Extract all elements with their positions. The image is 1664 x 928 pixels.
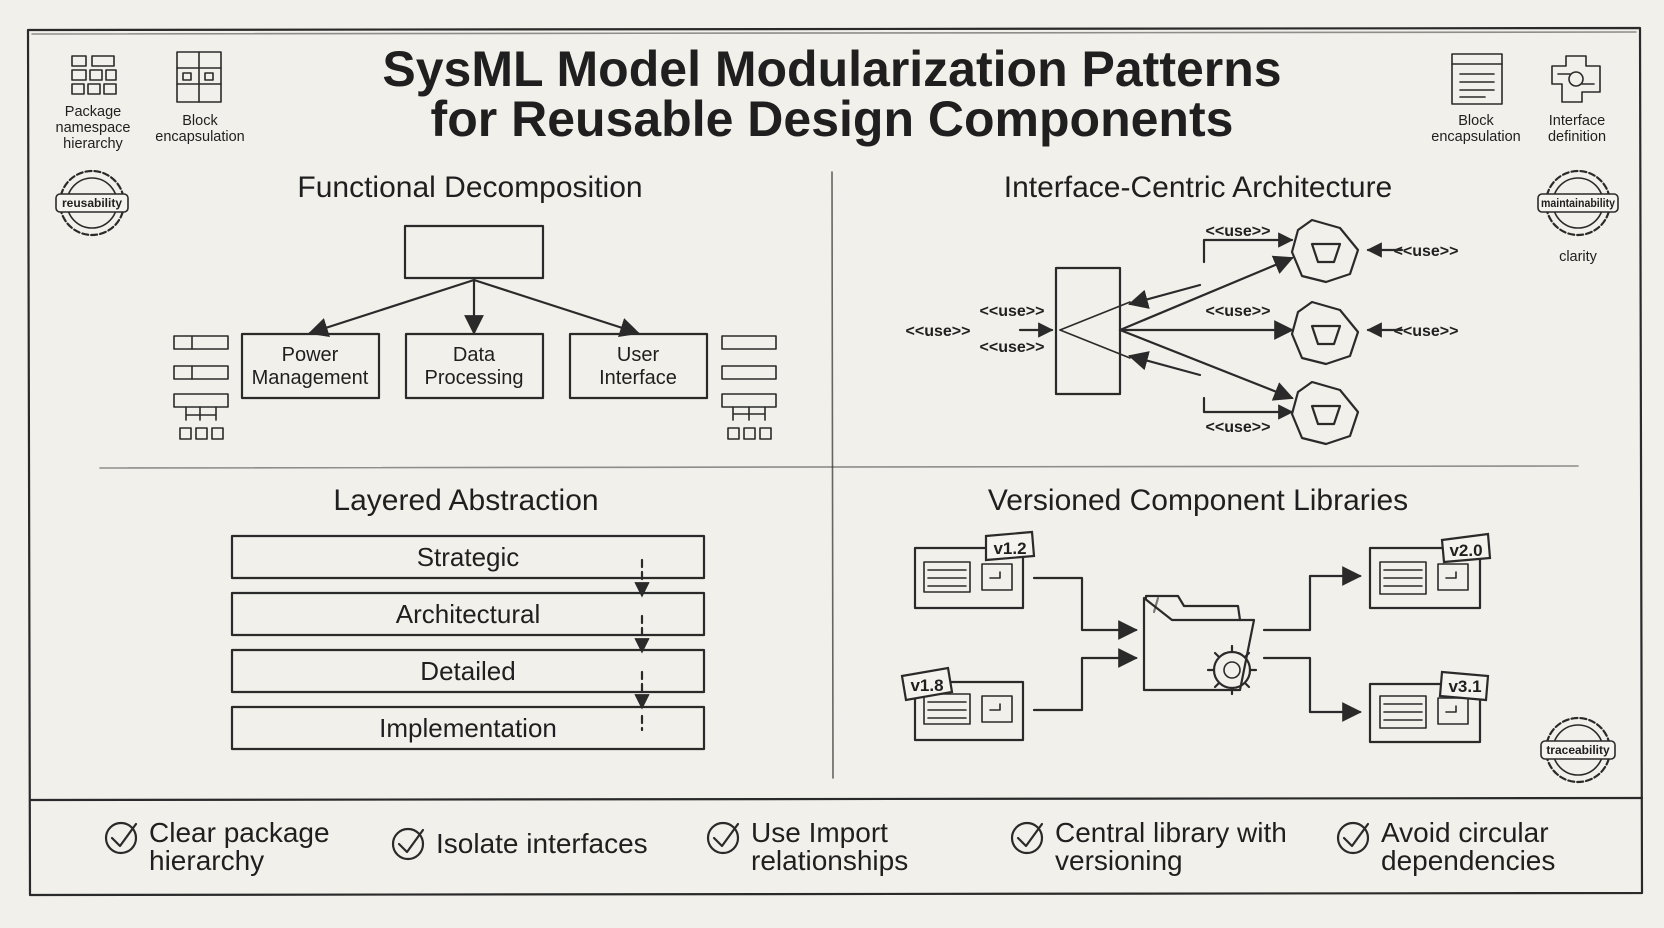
checklist-item-2: Isolate interfaces [391, 827, 648, 861]
svg-text:Use Import: Use Import [751, 817, 888, 848]
traceability-badge: traceability [1540, 716, 1616, 784]
block-encapsulation-label-left: Block encapsulation [155, 113, 245, 145]
title-line-1: SysML Model Modularization Patterns [382, 41, 1281, 97]
svg-text:hierarchy: hierarchy [149, 845, 264, 876]
maintainability-badge: maintainability [1537, 169, 1619, 237]
svg-text:traceability: traceability [1546, 743, 1610, 757]
svg-text:Detailed: Detailed [420, 656, 515, 686]
svg-text:Central library with: Central library with [1055, 817, 1287, 848]
interface-definition-label: Interface definition [1548, 113, 1606, 145]
outer-frame [26, 26, 1644, 897]
svg-text:v1.8: v1.8 [910, 676, 943, 695]
svg-text:<<use>>: <<use>> [906, 323, 971, 340]
svg-text:<<use>>: <<use>> [980, 339, 1045, 356]
block-document-icon [1451, 53, 1503, 105]
package-hierarchy-icon [71, 55, 117, 95]
svg-text:Block: Block [1458, 113, 1494, 129]
package-stack-right-icon [721, 335, 777, 440]
svg-text:encapsulation: encapsulation [155, 129, 245, 145]
svg-text:v2.0: v2.0 [1449, 541, 1482, 560]
clarity-label: clarity [1559, 249, 1598, 265]
library-connectors [1032, 566, 1362, 722]
check-icon [706, 821, 740, 855]
svg-text:versioning: versioning [1055, 845, 1183, 876]
svg-text:maintainability: maintainability [1541, 196, 1615, 210]
check-icon [1336, 821, 1370, 855]
package-hierarchy-label: Package namespace hierarchy [56, 104, 131, 152]
svg-text:Data: Data [453, 344, 496, 366]
interface-definition-icon [1551, 55, 1601, 103]
svg-text:Management: Management [252, 367, 369, 389]
svg-text:Processing: Processing [425, 367, 524, 389]
svg-text:Clear package: Clear package [149, 817, 330, 848]
svg-text:v3.1: v3.1 [1448, 677, 1481, 696]
reusability-badge: reusability [55, 169, 129, 237]
svg-text:Implementation: Implementation [379, 713, 557, 743]
svg-text:Block: Block [182, 113, 218, 129]
function-tree-connectors [308, 278, 640, 337]
functional-decomposition-title: Functional Decomposition [297, 171, 642, 204]
interface-centric-title: Interface-Centric Architecture [1004, 171, 1393, 204]
block-encapsulation-icon [176, 51, 222, 103]
interface-connectors [1018, 232, 1294, 420]
use-labels: <<use>> <<use>> <<use>> <<use>> <<use>> … [906, 223, 1459, 436]
svg-text:hierarchy: hierarchy [63, 136, 123, 152]
svg-text:v1.2: v1.2 [993, 539, 1026, 558]
check-icon [1010, 821, 1044, 855]
svg-text:Architectural: Architectural [396, 599, 541, 629]
svg-text:Isolate interfaces: Isolate interfaces [436, 828, 648, 859]
component-input-v1-2: v1.2 [913, 530, 1036, 610]
interface-block [1054, 266, 1122, 396]
interface-port-middle [1290, 300, 1404, 366]
component-output-v3-1: v3.1 [1368, 670, 1490, 744]
svg-text:reusability: reusability [62, 196, 122, 210]
svg-text:User: User [617, 344, 660, 366]
svg-text:dependencies: dependencies [1381, 845, 1555, 876]
svg-text:<<use>>: <<use>> [1206, 419, 1271, 436]
svg-text:relationships: relationships [751, 845, 908, 876]
checklist-item-5: Avoid circular dependencies [1336, 817, 1555, 876]
layer-implementation: Implementation [230, 705, 706, 751]
svg-text:Strategic: Strategic [417, 542, 520, 572]
checklist-item-4: Central library with versioning [1010, 817, 1287, 876]
svg-text:<<use>>: <<use>> [1206, 223, 1271, 240]
svg-text:namespace: namespace [56, 120, 131, 136]
title-line-2: for Reusable Design Components [431, 91, 1234, 147]
svg-text:<<use>>: <<use>> [1206, 303, 1271, 320]
svg-text:Power: Power [282, 344, 339, 366]
package-stack-left-icon [173, 335, 229, 440]
block-encapsulation-label-right: Block encapsulation [1431, 113, 1521, 145]
layer-detailed: Detailed [230, 648, 706, 694]
svg-text:Avoid circular: Avoid circular [1381, 817, 1549, 848]
checklist-item-3: Use Import relationships [706, 817, 908, 876]
layer-strategic: Strategic [230, 534, 706, 580]
svg-text:<<use>>: <<use>> [1394, 323, 1459, 340]
interface-port-bottom [1290, 380, 1360, 446]
checklist-item-1: Clear package hierarchy [104, 817, 330, 876]
function-block-power-management: Power Management [240, 332, 381, 400]
central-library-folder-icon [1142, 594, 1258, 696]
svg-text:Interface: Interface [1549, 113, 1605, 129]
layer-architectural: Architectural [230, 591, 706, 637]
page-title: SysML Model Modularization Patterns for … [382, 41, 1281, 147]
function-tree-root [403, 224, 545, 280]
layered-abstraction-title: Layered Abstraction [333, 484, 598, 517]
component-input-v1-8: v1.8 [900, 666, 1025, 742]
interface-port-top [1290, 218, 1404, 284]
svg-text:definition: definition [1548, 129, 1606, 145]
function-block-user-interface: User Interface [568, 332, 709, 400]
check-icon [104, 821, 138, 855]
svg-text:<<use>>: <<use>> [980, 303, 1045, 320]
svg-text:Interface: Interface [599, 367, 677, 389]
svg-text:Package: Package [65, 104, 121, 120]
versioned-libraries-title: Versioned Component Libraries [988, 484, 1408, 517]
svg-text:<<use>>: <<use>> [1394, 243, 1459, 260]
component-output-v2-0: v2.0 [1368, 532, 1492, 610]
check-icon [391, 827, 425, 861]
function-block-data-processing: Data Processing [404, 332, 545, 400]
quadrant-dividers [28, 171, 1644, 802]
svg-text:encapsulation: encapsulation [1431, 129, 1521, 145]
